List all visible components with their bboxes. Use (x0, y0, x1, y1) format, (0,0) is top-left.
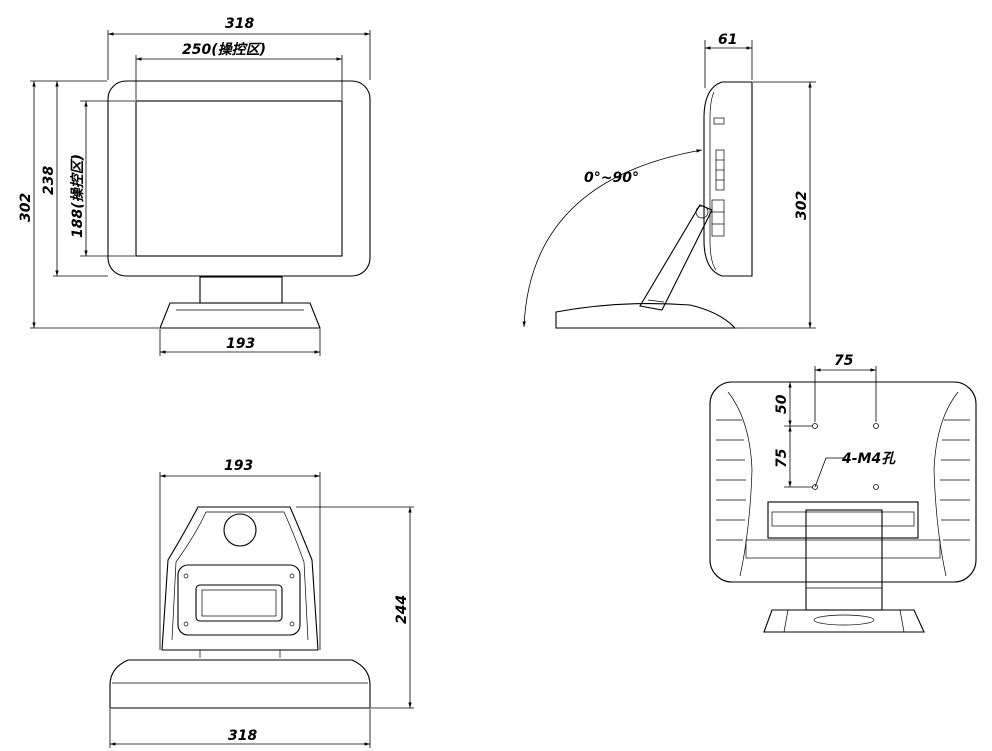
front-width-total-label: 318 (225, 16, 254, 32)
side-height-total-label: 302 (794, 191, 810, 220)
back-base (763, 609, 925, 633)
stand-hole (223, 513, 257, 547)
back-vesa-vertical-label: 75 (774, 448, 790, 468)
side-stand-arm (639, 204, 713, 311)
front-height-touch-label: 188(操控区) (69, 154, 86, 238)
tilt-arc (522, 149, 703, 328)
rear-base-width-label: 318 (228, 728, 257, 744)
front-view: 318 250(操控区) 302 238 188(操控区) 193 (18, 16, 371, 356)
vesa-hole (873, 423, 879, 429)
rear-stand-view: 193 318 244 (109, 458, 414, 748)
rear-height-label: 244 (394, 595, 410, 624)
front-screen (135, 100, 343, 257)
back-vesa-offset-label: 50 (774, 394, 790, 414)
side-depth-label: 61 (718, 32, 737, 48)
stand-handle-frame (177, 564, 301, 636)
front-bezel (107, 80, 371, 277)
front-width-touch-label: 250(操控区) (182, 41, 266, 58)
rear-stand-width-label: 193 (224, 458, 253, 474)
front-height-total-label: 302 (18, 193, 34, 222)
back-view: 75 50 75 4-M4孔 (709, 353, 977, 633)
side-tilt-label: 0°~90° (584, 170, 639, 186)
vesa-hole (873, 484, 879, 490)
front-base-width-label: 193 (226, 336, 255, 352)
back-vesa-horizontal-label: 75 (834, 353, 854, 369)
front-neck (199, 276, 283, 304)
front-base (159, 302, 321, 329)
vesa-hole (812, 423, 818, 429)
stand-base (109, 659, 371, 709)
front-height-screen-label: 238 (41, 166, 57, 195)
back-mount-holes-label: 4-M4孔 (841, 451, 896, 467)
side-monitor-body (703, 81, 753, 277)
stand-plate (161, 506, 319, 651)
back-housing (709, 381, 977, 583)
side-view: 0°~90° 61 302 (522, 32, 816, 329)
back-neck (805, 509, 883, 611)
